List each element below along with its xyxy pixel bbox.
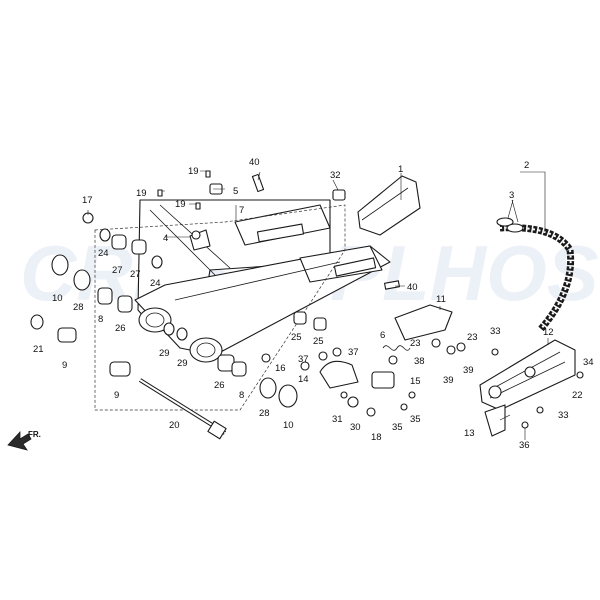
- callout-40-mid: 40: [407, 282, 418, 293]
- callout-31: 31: [332, 414, 343, 425]
- callout-26-right: 26: [214, 380, 225, 391]
- callout-9-upper: 9: [62, 360, 67, 371]
- callout-16: 16: [275, 363, 286, 374]
- callout-39-right: 39: [463, 365, 474, 376]
- callout-19-left: 19: [136, 188, 147, 199]
- drive-chain: [499, 224, 575, 333]
- callout-39-left: 39: [443, 375, 454, 386]
- tensioner: [319, 345, 411, 389]
- callout-15: 15: [410, 376, 421, 387]
- callout-11: 11: [436, 294, 446, 305]
- callout-37-right: 37: [348, 347, 359, 358]
- callout-19-top: 19: [188, 166, 199, 177]
- callout-33-bottom: 33: [558, 410, 569, 421]
- callout-8-left: 8: [98, 314, 103, 325]
- callout-7: 7: [239, 205, 244, 216]
- callout-29-right: 29: [177, 358, 188, 369]
- callout-18: 18: [371, 432, 382, 443]
- callout-3: 3: [509, 190, 514, 201]
- front-arrow-icon: FR.: [7, 430, 41, 451]
- callout-35-left: 35: [392, 422, 403, 433]
- callout-2: 2: [524, 160, 529, 171]
- callout-37-left: 37: [298, 354, 309, 365]
- callout-32: 32: [330, 170, 341, 181]
- callout-27-left: 27: [112, 265, 123, 276]
- callout-12: 12: [543, 327, 554, 338]
- callout-25-left: 25: [291, 332, 302, 343]
- callout-10-left: 10: [52, 293, 63, 304]
- callout-19-mid: 19: [175, 199, 186, 210]
- pivot-bolt: [138, 378, 227, 440]
- master-link: [496, 217, 524, 233]
- callout-40-top: 40: [249, 157, 260, 168]
- callout-34: 34: [583, 357, 594, 368]
- callout-13: 13: [464, 428, 475, 439]
- callout-36: 36: [519, 440, 530, 451]
- callout-25-right: 25: [313, 336, 324, 347]
- callout-24-right: 24: [150, 278, 161, 289]
- watermark-right: PLHOS: [330, 229, 599, 317]
- callout-14: 14: [298, 374, 309, 385]
- pivot-parts: [30, 212, 327, 408]
- chain-guide: [357, 175, 421, 236]
- callout-21: 21: [33, 344, 44, 355]
- callout-4: 4: [163, 233, 168, 244]
- callout-35-right: 35: [410, 414, 421, 425]
- callout-1: 1: [398, 164, 403, 175]
- leader-lines: [87, 170, 549, 440]
- callout-8-right: 8: [239, 390, 244, 401]
- callout-30: 30: [350, 422, 361, 433]
- callout-33-top: 33: [490, 326, 501, 337]
- callout-9-lower: 9: [114, 390, 119, 401]
- callout-23-left: 23: [410, 338, 421, 349]
- callout-29-left: 29: [159, 348, 170, 359]
- callout-20: 20: [169, 420, 180, 431]
- callout-38: 38: [414, 356, 425, 367]
- slider-plate: [484, 404, 506, 437]
- callout-24-left: 24: [98, 248, 109, 259]
- plate: [394, 304, 453, 341]
- callout-28-left: 28: [73, 302, 84, 313]
- callout-27-right: 27: [130, 269, 141, 280]
- callout-26-left: 26: [115, 323, 126, 334]
- swingarm: [134, 199, 391, 363]
- front-indicator-label: FR.: [28, 430, 41, 439]
- callout-5: 5: [233, 186, 238, 197]
- callout-10-right: 10: [283, 420, 294, 431]
- callout-22: 22: [572, 390, 583, 401]
- callout-17: 17: [82, 195, 93, 206]
- callout-6: 6: [380, 330, 385, 341]
- callout-23-right: 23: [467, 332, 478, 343]
- callouts: 1 2 3 4 5 6 7 8 8 9 9 10 10 11 12 13 14 …: [33, 157, 594, 451]
- chain-slider: [479, 339, 576, 411]
- callout-28-right: 28: [259, 408, 270, 419]
